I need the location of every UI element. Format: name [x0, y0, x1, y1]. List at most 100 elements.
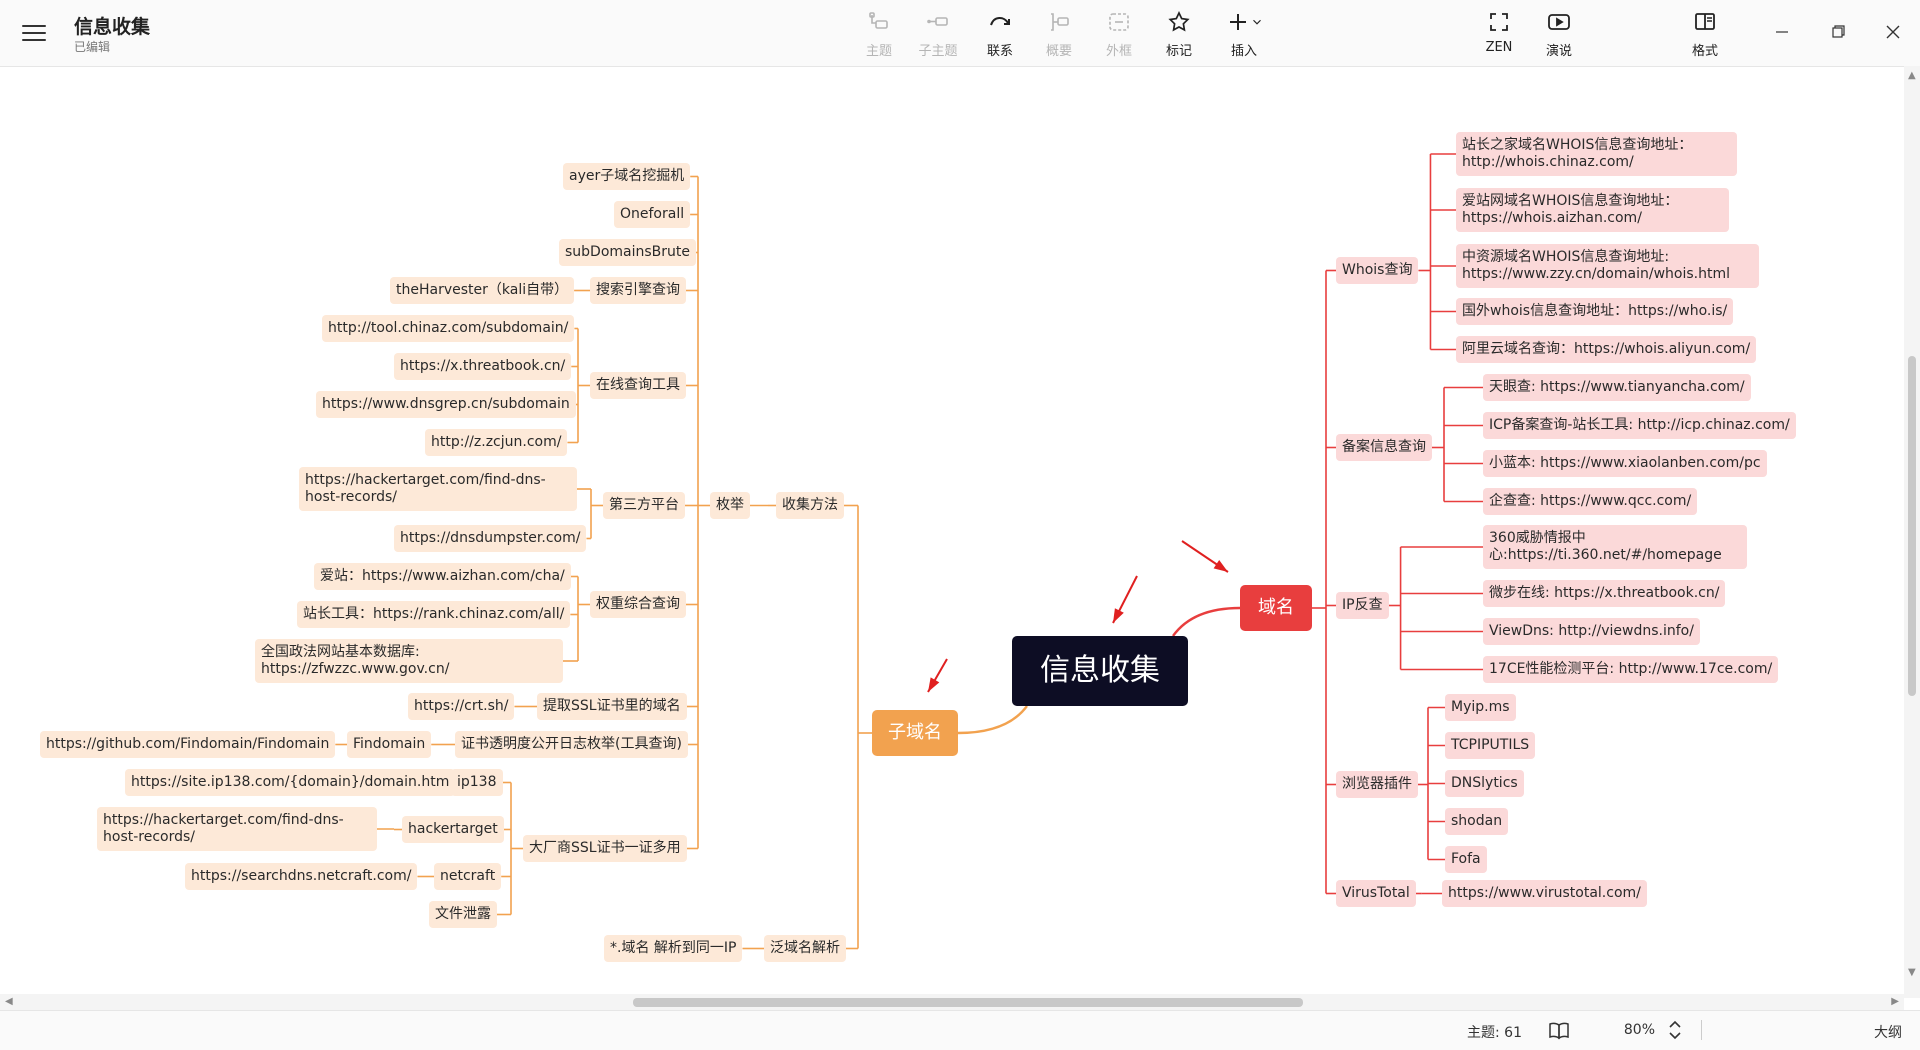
horizontal-scrollbar[interactable]: ◀ ▶	[0, 994, 1904, 1010]
vertical-scrollbar[interactable]: ▲ ▼	[1904, 66, 1920, 998]
icp-topic[interactable]: 备案信息查询	[1336, 434, 1432, 461]
whois-chinaz-topic[interactable]: 站长之家域名WHOIS信息查询地址：http://whois.chinaz.co…	[1456, 132, 1737, 176]
topic-button[interactable]: 主题	[853, 10, 905, 59]
collect-methods-topic[interactable]: 收集方法	[776, 492, 844, 519]
dnslytics-topic[interactable]: DNSlytics	[1445, 770, 1524, 797]
zoom-level[interactable]: 80%	[1623, 1022, 1655, 1038]
oneforall-topic[interactable]: Oneforall	[614, 201, 691, 228]
subtopic-button[interactable]: 子主题	[912, 10, 964, 59]
virustotal-url-topic[interactable]: https://www.virustotal.com/	[1442, 880, 1647, 907]
topic-count: 主题: 61	[1467, 1025, 1522, 1041]
zcjun-topic[interactable]: http://z.zcjun.com/	[425, 429, 568, 456]
fofa-topic[interactable]: Fofa	[1445, 846, 1487, 873]
relationship-button[interactable]: 联系	[974, 10, 1026, 59]
ti360-topic[interactable]: 360威胁情报中心:https://ti.360.net/#/homepage	[1483, 525, 1747, 569]
whois-aizhan-topic[interactable]: 爱站网域名WHOIS信息查询地址：https://whois.aizhan.co…	[1456, 188, 1729, 232]
zfwzzc-topic[interactable]: 全国政法网站基本数据库: https://zfwzzc.www.gov.cn/	[255, 639, 563, 683]
hamburger-menu-icon[interactable]	[20, 20, 48, 46]
restore-button[interactable]	[1818, 14, 1858, 50]
dnsgrep-topic[interactable]: https://www.dnsgrep.cn/subdomain	[316, 391, 576, 418]
root-topic[interactable]: 信息收集	[1012, 636, 1188, 706]
bigcorp-ssl-topic[interactable]: 大厂商SSL证书一证多用	[523, 835, 687, 862]
summary-button[interactable]: 概要	[1033, 10, 1085, 59]
scroll-down-icon[interactable]: ▼	[1908, 967, 1916, 978]
wildcard-dns-topic[interactable]: 泛域名解析	[764, 935, 846, 962]
relationship-icon	[990, 17, 1010, 26]
findomain-topic[interactable]: Findomain	[347, 731, 432, 758]
status-bar: 主题: 61 80% 大纲	[0, 1010, 1920, 1050]
ct-log-topic[interactable]: 证书透明度公开日志枚举(工具查询)	[455, 731, 688, 758]
zen-button[interactable]: ZEN	[1473, 10, 1525, 55]
ssl-extract-topic[interactable]: 提取SSL证书里的域名	[537, 693, 687, 720]
netcraft-topic[interactable]: netcraft	[434, 863, 502, 890]
viewdns-topic[interactable]: ViewDns: http://viewdns.info/	[1483, 618, 1700, 645]
scroll-right-icon[interactable]: ▶	[1891, 996, 1899, 1007]
third-party-topic[interactable]: 第三方平台	[603, 492, 685, 519]
weight-query-topic[interactable]: 权重综合查询	[590, 591, 686, 618]
ip138-topic[interactable]: ip138	[451, 769, 503, 796]
aizhan-topic[interactable]: 爱站：https://www.aizhan.com/cha/	[314, 563, 571, 590]
scroll-up-icon[interactable]: ▲	[1908, 70, 1916, 81]
threatbook-right-topic[interactable]: 微步在线: https://x.threatbook.cn/	[1483, 580, 1726, 607]
chinaz-rank-topic[interactable]: 站长工具：https://rank.chinaz.com/all/	[297, 601, 571, 628]
topic-icon	[869, 12, 888, 29]
close-button[interactable]	[1873, 14, 1913, 50]
shodan-topic[interactable]: shodan	[1445, 808, 1509, 835]
theharvester-topic[interactable]: theHarvester（kali自带）	[390, 277, 575, 304]
chevron-down-icon	[1253, 19, 1261, 25]
domain-topic[interactable]: 域名	[1240, 585, 1312, 631]
hackertarget-url-topic[interactable]: https://hackertarget.com/find-dns-host-r…	[97, 807, 377, 851]
mindmap-connectors	[335, 153, 1483, 950]
qcc-topic[interactable]: 企查查: https://www.qcc.com/	[1483, 488, 1698, 515]
ip138-url-topic[interactable]: https://site.ip138.com/{domain}/domain.h…	[125, 769, 456, 796]
restore-icon	[1832, 25, 1845, 38]
present-button[interactable]: 演说	[1533, 10, 1585, 59]
minimize-icon	[1776, 31, 1788, 33]
subdomain-topic[interactable]: 子域名	[872, 710, 958, 756]
search-engine-topic[interactable]: 搜索引擎查询	[590, 277, 686, 304]
layer-tool-topic[interactable]: ayer子域名挖掘机	[563, 163, 691, 190]
annotation-arrow-subdomain	[927, 658, 948, 693]
file-leak-topic[interactable]: 文件泄露	[429, 901, 497, 928]
book-icon[interactable]	[1548, 1020, 1570, 1040]
crtsh-topic[interactable]: https://crt.sh/	[408, 693, 515, 720]
netcraft-url-topic[interactable]: https://searchdns.netcraft.com/	[185, 863, 418, 890]
format-button[interactable]: 格式	[1679, 10, 1731, 59]
whois-zzy-topic[interactable]: 中资源域名WHOIS信息查询地址: https://www.zzy.cn/dom…	[1456, 244, 1759, 288]
myip-topic[interactable]: Myip.ms	[1445, 694, 1516, 721]
virustotal-topic[interactable]: VirusTotal	[1336, 880, 1416, 907]
document-title: 信息收集	[74, 16, 151, 38]
scroll-left-icon[interactable]: ◀	[5, 996, 13, 1007]
tcpiputils-topic[interactable]: TCPIPUTILS	[1445, 732, 1536, 759]
chinaz-subdomain-topic[interactable]: http://tool.chinaz.com/subdomain/	[322, 315, 575, 342]
online-tools-topic[interactable]: 在线查询工具	[590, 372, 686, 399]
browser-plugins-topic[interactable]: 浏览器插件	[1336, 771, 1418, 798]
xiaolanben-topic[interactable]: 小蓝本: https://www.xiaolanben.com/pc	[1483, 450, 1767, 477]
ip-reverse-topic[interactable]: IP反查	[1336, 592, 1389, 619]
vertical-scroll-thumb[interactable]	[1908, 356, 1916, 696]
boundary-button[interactable]: 外框	[1093, 10, 1145, 59]
findomain-url-topic[interactable]: https://github.com/Findomain/Findomain	[40, 731, 336, 758]
minimize-button[interactable]	[1762, 14, 1802, 50]
hackertarget-records-topic[interactable]: https://hackertarget.com/find-dns-host-r…	[299, 467, 577, 511]
whois-aliyun-topic[interactable]: 阿里云域名查询：https://whois.aliyun.com/	[1456, 336, 1757, 363]
whois-topic[interactable]: Whois查询	[1336, 257, 1419, 284]
dnsdumpster-topic[interactable]: https://dnsdumpster.com/	[394, 525, 587, 552]
horizontal-scroll-thumb[interactable]	[633, 998, 1303, 1007]
insert-button[interactable]: 插入	[1218, 10, 1270, 59]
summary-icon	[1051, 13, 1069, 31]
hackertarget-topic[interactable]: hackertarget	[402, 816, 504, 843]
connector-line	[957, 705, 1028, 735]
whois-foreign-topic[interactable]: 国外whois信息查询地址：https://who.is/	[1456, 298, 1734, 325]
wildcard-dns-child-topic[interactable]: *.域名 解析到同一IP	[604, 935, 743, 962]
icp-chinaz-topic[interactable]: ICP备案查询-站长工具: http://icp.chinaz.com/	[1483, 412, 1796, 439]
tianyancha-topic[interactable]: 天眼查: https://www.tianyancha.com/	[1483, 374, 1751, 401]
mindmap-canvas[interactable]: 信息收集 子域名 域名 收集方法 枚举 ayer子域名挖掘机 Oneforall…	[0, 66, 1904, 998]
ce17-topic[interactable]: 17CE性能检测平台: http://www.17ce.com/	[1483, 656, 1779, 683]
marker-button[interactable]: 标记	[1153, 10, 1205, 59]
enumeration-topic[interactable]: 枚举	[710, 492, 750, 519]
subdomainsbrute-topic[interactable]: subDomainsBrute	[559, 239, 697, 266]
zoom-stepper-icon[interactable]	[1667, 1017, 1683, 1043]
outline-button[interactable]: 大纲	[1874, 1025, 1902, 1041]
threatbook-topic[interactable]: https://x.threatbook.cn/	[394, 353, 572, 380]
